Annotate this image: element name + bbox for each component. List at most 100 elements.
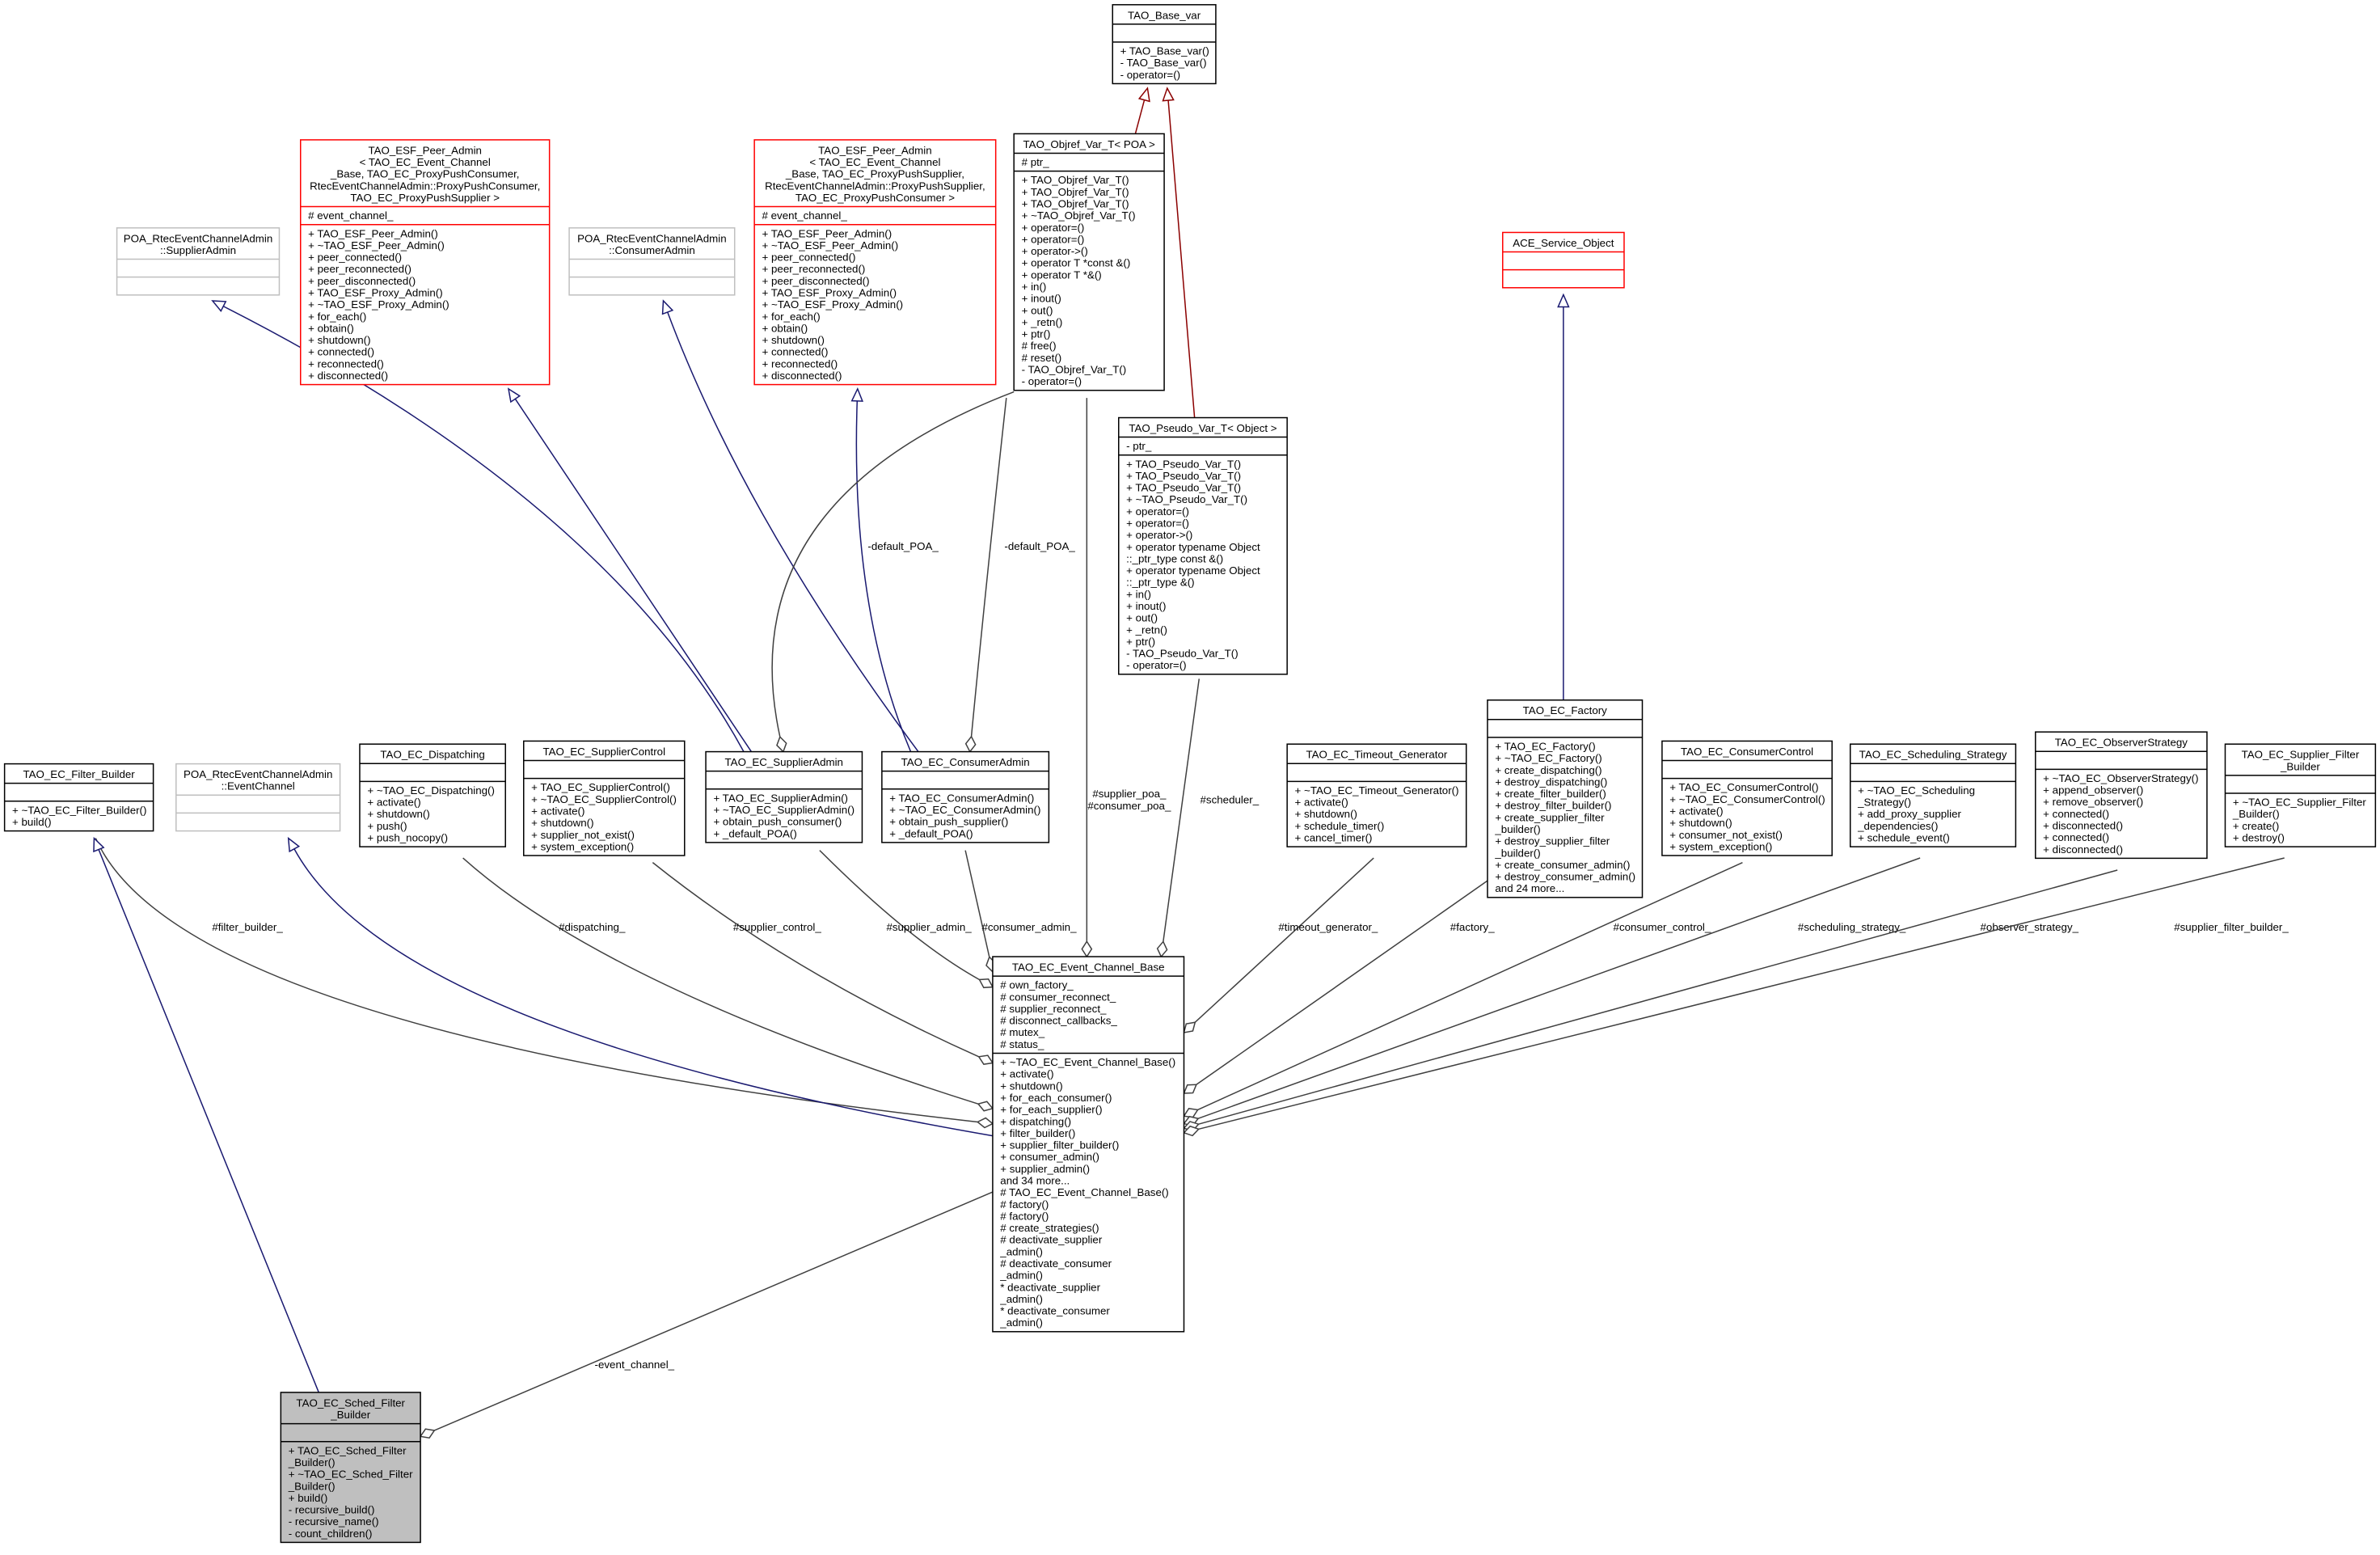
class-method: _admin() <box>999 1316 1043 1329</box>
edge-line <box>855 400 912 752</box>
class-method: + ~TAO_EC_Sched_Filter <box>289 1468 413 1481</box>
class-method: + connected() <box>308 346 374 358</box>
class-method: + TAO_Objref_Var_T() <box>1022 197 1129 209</box>
class-box-filter-builder[interactable]: TAO_EC_Filter_Builder + ~TAO_EC_Filter_Bu… <box>3 763 154 832</box>
inheritance-arrow-icon <box>211 300 227 312</box>
class-method: + TAO_Pseudo_Var_T() <box>1126 482 1241 494</box>
edge-observer-to-ecb: #observer_strategy_ <box>1183 869 2118 1132</box>
class-method: + build() <box>12 816 52 828</box>
class-method: + operator typename Object <box>1126 541 1260 553</box>
class-name: TAO_EC_Filter_Builder <box>23 768 135 780</box>
class-method: _builder() <box>1494 823 1540 835</box>
class-method: + for_each() <box>308 311 366 323</box>
class-box-dispatching[interactable]: TAO_EC_Dispatching+ ~TAO_EC_Dispatching(… <box>359 743 506 847</box>
class-method: + ~TAO_EC_Scheduling <box>1858 784 1975 797</box>
edge-consumer-admin-to-ecb: #consumer_admin_ <box>964 850 1077 974</box>
class-box-poa-sa[interactable]: POA_RtecEventChannelAdmin::SupplierAdmin <box>116 227 281 296</box>
class-box-esf2[interactable]: TAO_ESF_Peer_Admin< TAO_EC_Event_Channel… <box>753 139 997 386</box>
class-method: _Builder() <box>2232 808 2280 820</box>
class-method: + shutdown() <box>308 334 370 346</box>
inheritance-arrow-icon <box>287 836 301 853</box>
class-method: - operator=() <box>1120 69 1180 81</box>
class-method: + destroy_supplier_filter <box>1495 835 1610 847</box>
class-method: + TAO_Pseudo_Var_T() <box>1126 470 1241 482</box>
class-name: TAO_Pseudo_Var_T< Object > <box>1129 422 1277 434</box>
class-method: + reconnected() <box>308 357 384 370</box>
class-method: + push() <box>367 820 407 832</box>
edge-line <box>1198 857 2285 1130</box>
class-box-sched-filter-builder[interactable]: TAO_EC_Sched_Filter_Builder+ TAO_EC_Sche… <box>280 1392 421 1544</box>
class-box-supplier-control[interactable]: TAO_EC_SupplierControl+ TAO_EC_SupplierC… <box>523 740 686 856</box>
class-method: + filter_builder() <box>1000 1127 1075 1139</box>
class-method: + shutdown() <box>531 817 593 829</box>
class-box-consumer-control[interactable]: TAO_EC_ConsumerControl+ TAO_EC_ConsumerC… <box>1661 740 1833 856</box>
edge-supplier-admin-to-ecb: #supplier_admin_ <box>819 850 994 989</box>
class-method: - TAO_Pseudo_Var_T() <box>1126 648 1239 660</box>
class-method: + activate() <box>1669 805 1723 818</box>
edge-label: #supplier_filter_builder_ <box>2174 921 2289 933</box>
class-method: + system_exception() <box>531 840 634 852</box>
class-box-frame <box>2035 731 2208 860</box>
edge-pseudo-to-ecb: #scheduler_ <box>1156 678 1260 958</box>
edge-filter-builder-to-ecb: #filter_builder_ <box>95 838 994 1129</box>
class-method: + connected() <box>2043 831 2109 843</box>
edge-label: #supplier_control_ <box>733 921 822 933</box>
class-box-frame <box>881 750 1050 843</box>
inheritance-arrow-icon <box>1162 87 1175 102</box>
class-method: _Strategy() <box>1857 797 1911 809</box>
edge-line <box>462 857 979 1105</box>
class-name: TAO_EC_ProxyPushConsumer > <box>795 192 955 204</box>
class-method: + destroy_dispatching() <box>1495 775 1607 788</box>
class-method: + operator T *const &() <box>1022 257 1131 269</box>
class-method: + supplier_not_exist() <box>531 829 635 841</box>
class-method: + ~TAO_EC_Filter_Builder() <box>12 804 146 816</box>
class-name: _Base, TAO_EC_ProxyPushConsumer, <box>330 168 520 180</box>
class-box-observer[interactable]: TAO_EC_ObserverStrategy+ ~TAO_EC_Observe… <box>2035 731 2208 860</box>
class-box-frame <box>359 743 506 847</box>
class-box-frame <box>1286 743 1467 847</box>
class-box-ecb[interactable]: TAO_EC_Event_Channel_Base# own_factory_#… <box>992 956 1185 1333</box>
class-method: + disconnected() <box>2043 820 2123 832</box>
class-name: ::SupplierAdmin <box>160 244 236 256</box>
class-method: # reset() <box>1022 352 1062 364</box>
class-box-pseudo[interactable]: TAO_Pseudo_Var_T< Object >- ptr_+ TAO_Ps… <box>1118 416 1288 675</box>
class-method: _Builder() <box>288 1480 335 1492</box>
class-method: + remove_observer() <box>2043 796 2143 808</box>
class-method: + shutdown() <box>762 334 825 346</box>
class-method: + TAO_Objref_Var_T() <box>1022 186 1129 198</box>
class-method: + peer_reconnected() <box>308 263 411 275</box>
class-box-base-var[interactable]: TAO_Base_var+ TAO_Base_var()- TAO_Base_v… <box>1112 4 1217 85</box>
class-method: + TAO_EC_Sched_Filter <box>289 1444 407 1456</box>
class-box-scheduling[interactable]: TAO_EC_Scheduling_Strategy+ ~TAO_EC_Sche… <box>1849 743 2017 847</box>
class-method: + ~TAO_Pseudo_Var_T() <box>1126 493 1247 505</box>
class-box-poa-ca[interactable]: POA_RtecEventChannelAdmin::ConsumerAdmin <box>568 227 736 296</box>
edge-label: -event_channel_ <box>595 1359 675 1371</box>
class-name: TAO_EC_ConsumerControl <box>1681 746 1813 758</box>
class-method: + in() <box>1022 281 1047 293</box>
class-box-esf1[interactable]: TAO_ESF_Peer_Admin< TAO_EC_Event_Channel… <box>300 139 551 386</box>
class-attribute: # status_ <box>1000 1038 1044 1050</box>
edge-line <box>1197 857 1921 1119</box>
class-box-frame <box>280 1392 421 1544</box>
class-box-supplier-filter-builder[interactable]: TAO_EC_Supplier_Filter_Builder+ ~TAO_EC_… <box>2224 743 2377 847</box>
class-box-objref[interactable]: TAO_Objref_Var_T< POA ># ptr_+ TAO_Objre… <box>1013 133 1165 391</box>
class-box-supplier-admin[interactable]: TAO_EC_SupplierAdmin+ TAO_EC_SupplierAdm… <box>705 750 863 843</box>
class-box-factory[interactable]: TAO_EC_Factory+ TAO_EC_Factory()+ ~TAO_E… <box>1487 699 1644 898</box>
edge-label: #factory_ <box>1450 921 1495 933</box>
class-method: _Builder() <box>288 1456 335 1468</box>
class-method: + destroy_filter_builder() <box>1495 800 1611 812</box>
class-method: + ptr() <box>1022 328 1051 340</box>
class-box-poa-ec[interactable]: POA_RtecEventChannelAdmin::EventChannel <box>175 763 341 832</box>
class-name: POA_RtecEventChannelAdmin <box>577 232 726 244</box>
class-box-ace[interactable]: ACE_Service_Object <box>1502 231 1625 289</box>
class-method: # factory() <box>1000 1198 1049 1211</box>
class-method: + operator=() <box>1126 505 1189 518</box>
class-box-consumer-admin[interactable]: TAO_EC_ConsumerAdmin+ TAO_EC_ConsumerAdm… <box>881 750 1050 843</box>
class-name: RtecEventChannelAdmin::ProxyPushConsumer… <box>310 180 540 192</box>
class-method: + ~TAO_ESF_Proxy_Admin() <box>308 298 449 311</box>
class-box-timeout[interactable]: TAO_EC_Timeout_Generator+ ~TAO_EC_Timeou… <box>1286 743 1467 847</box>
class-name: _Base, TAO_EC_ProxyPushSupplier, <box>785 168 964 180</box>
class-method: + operator=() <box>1022 222 1085 234</box>
class-method: + shutdown() <box>367 808 429 820</box>
edge-line <box>1134 99 1146 134</box>
